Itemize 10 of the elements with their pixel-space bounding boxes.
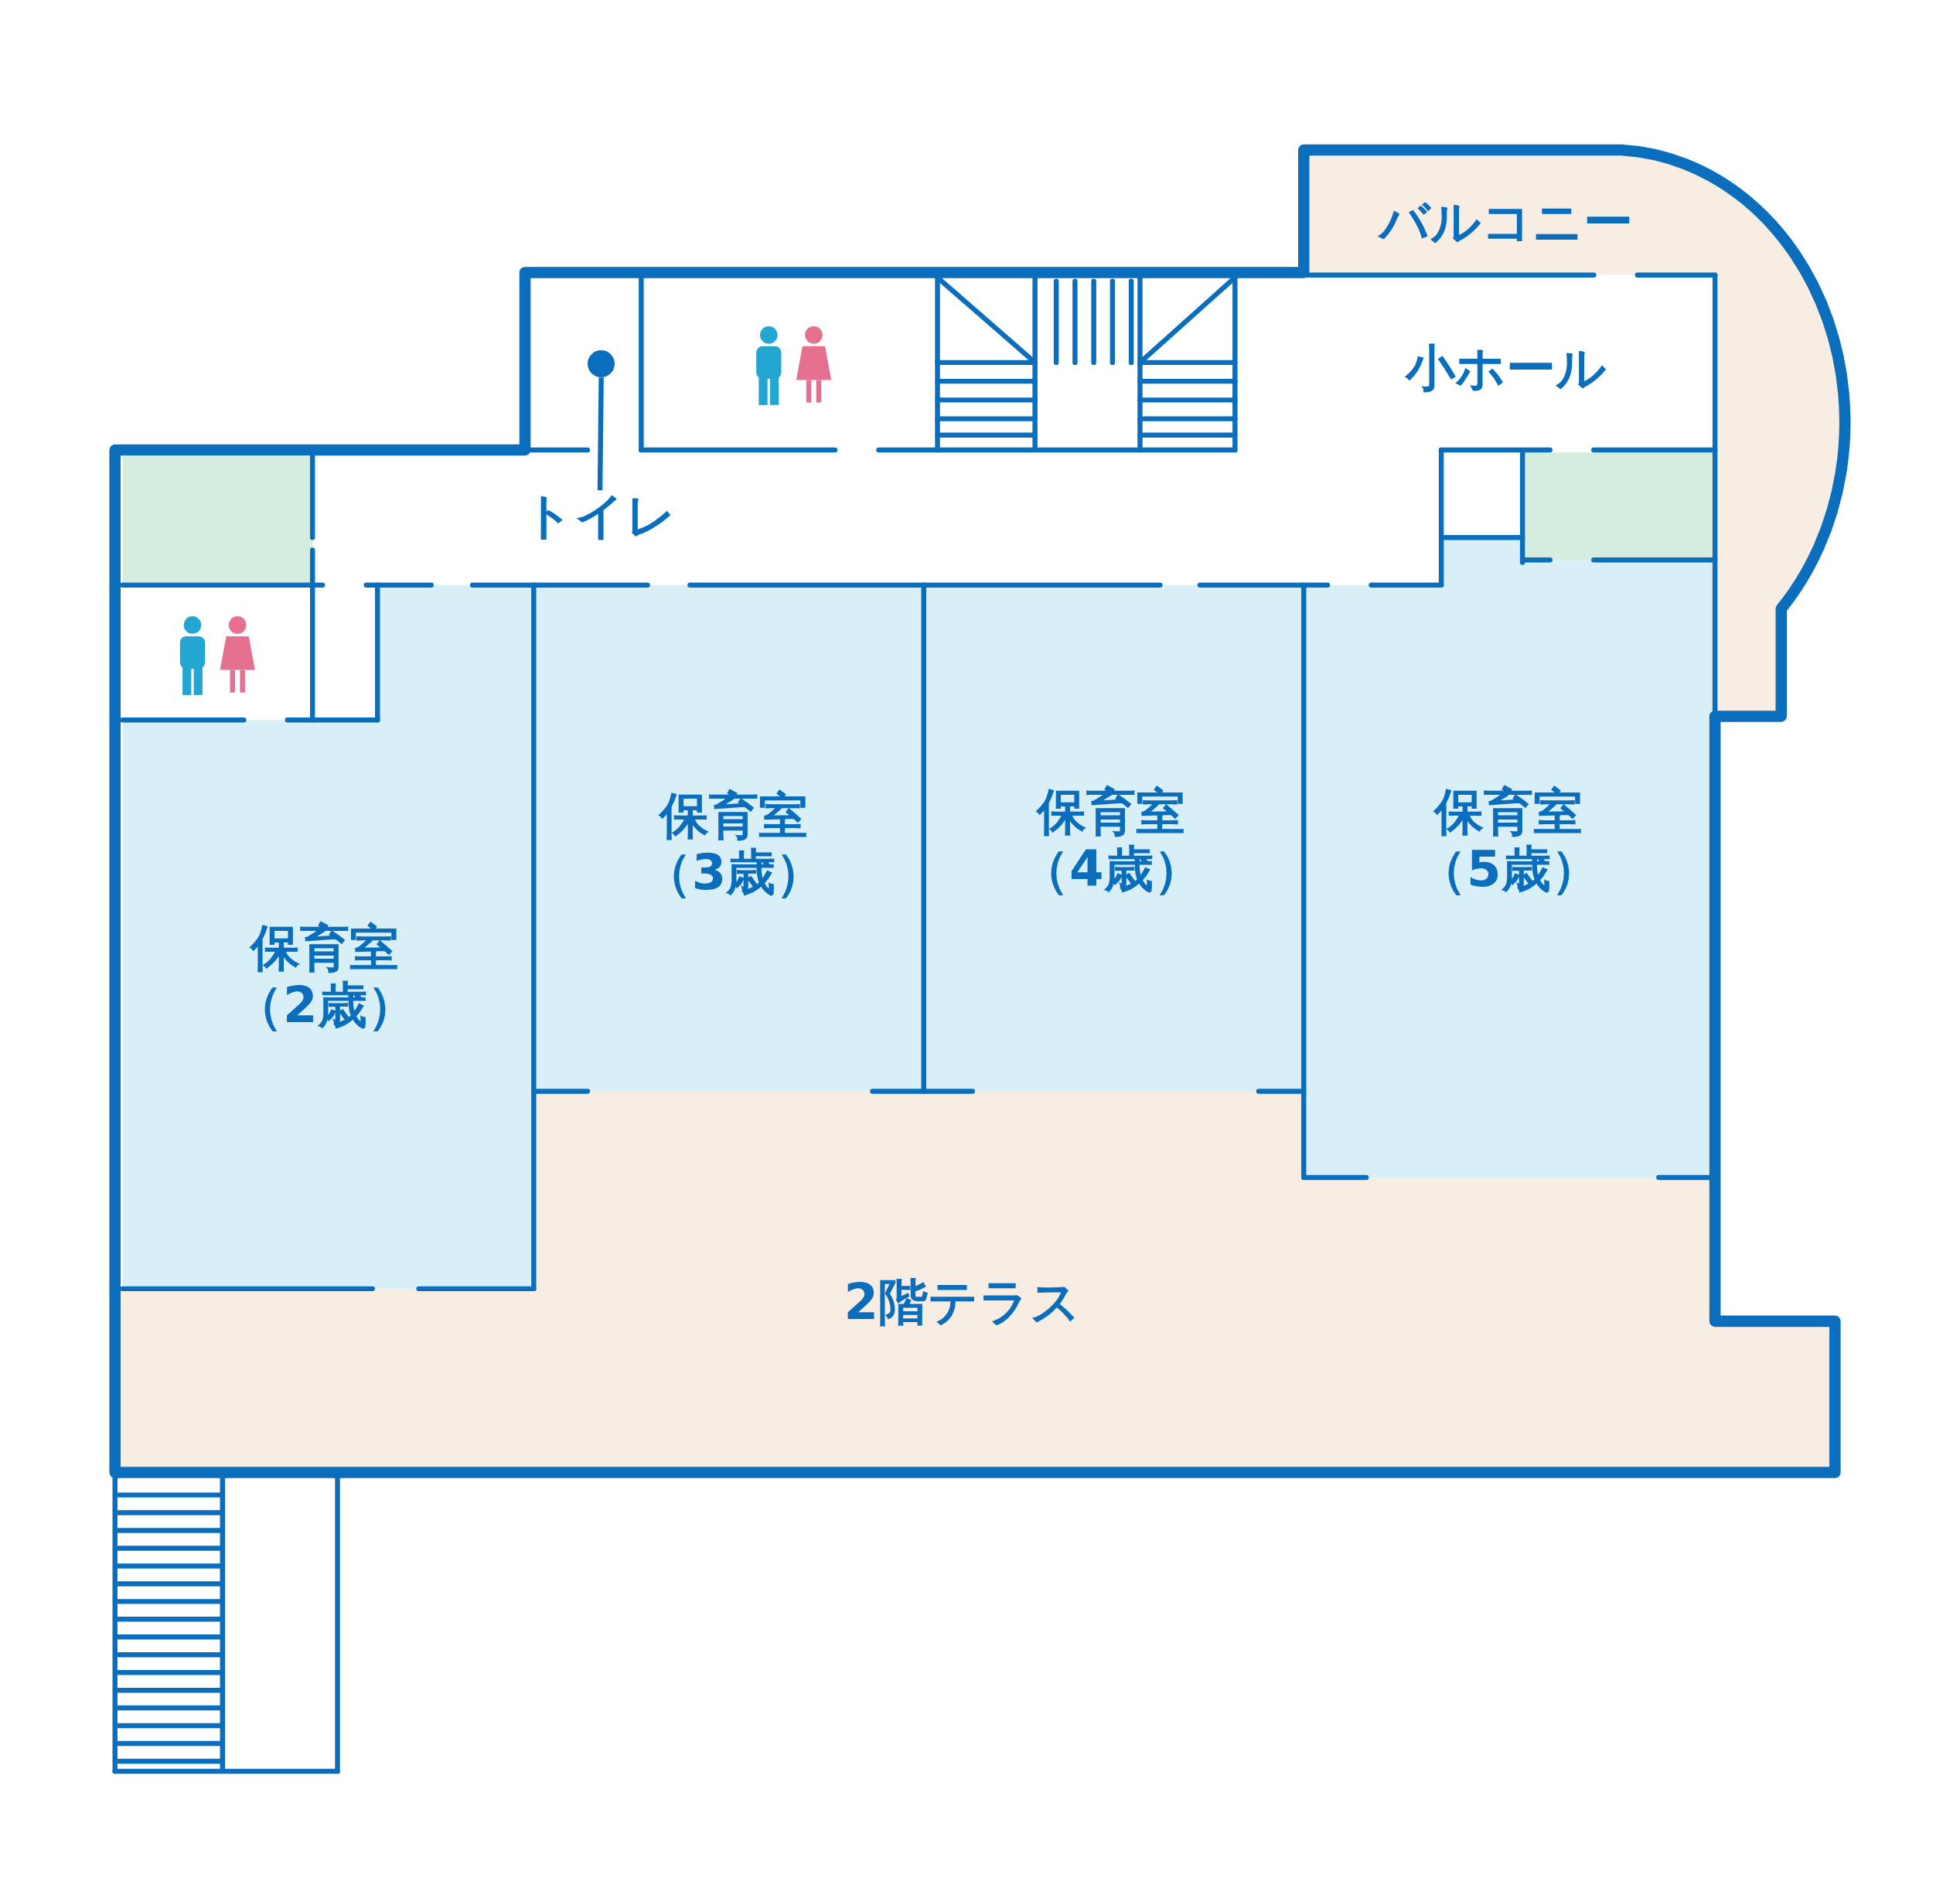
room-label: バルコニー bbox=[1379, 193, 1634, 251]
leader-line bbox=[597, 377, 604, 491]
room-label: 2階テラス bbox=[844, 1273, 1082, 1331]
room-label: トイレ bbox=[523, 487, 677, 545]
room-label: 保育室（3歳） bbox=[642, 788, 826, 902]
room-label: 保育室（4歳） bbox=[1019, 784, 1203, 898]
marker-dot bbox=[587, 349, 615, 378]
room-label: 保育室（5歳） bbox=[1416, 784, 1600, 898]
room-label: 小ホール bbox=[1406, 340, 1607, 397]
room-label: 保育室（2歳） bbox=[233, 920, 417, 1034]
